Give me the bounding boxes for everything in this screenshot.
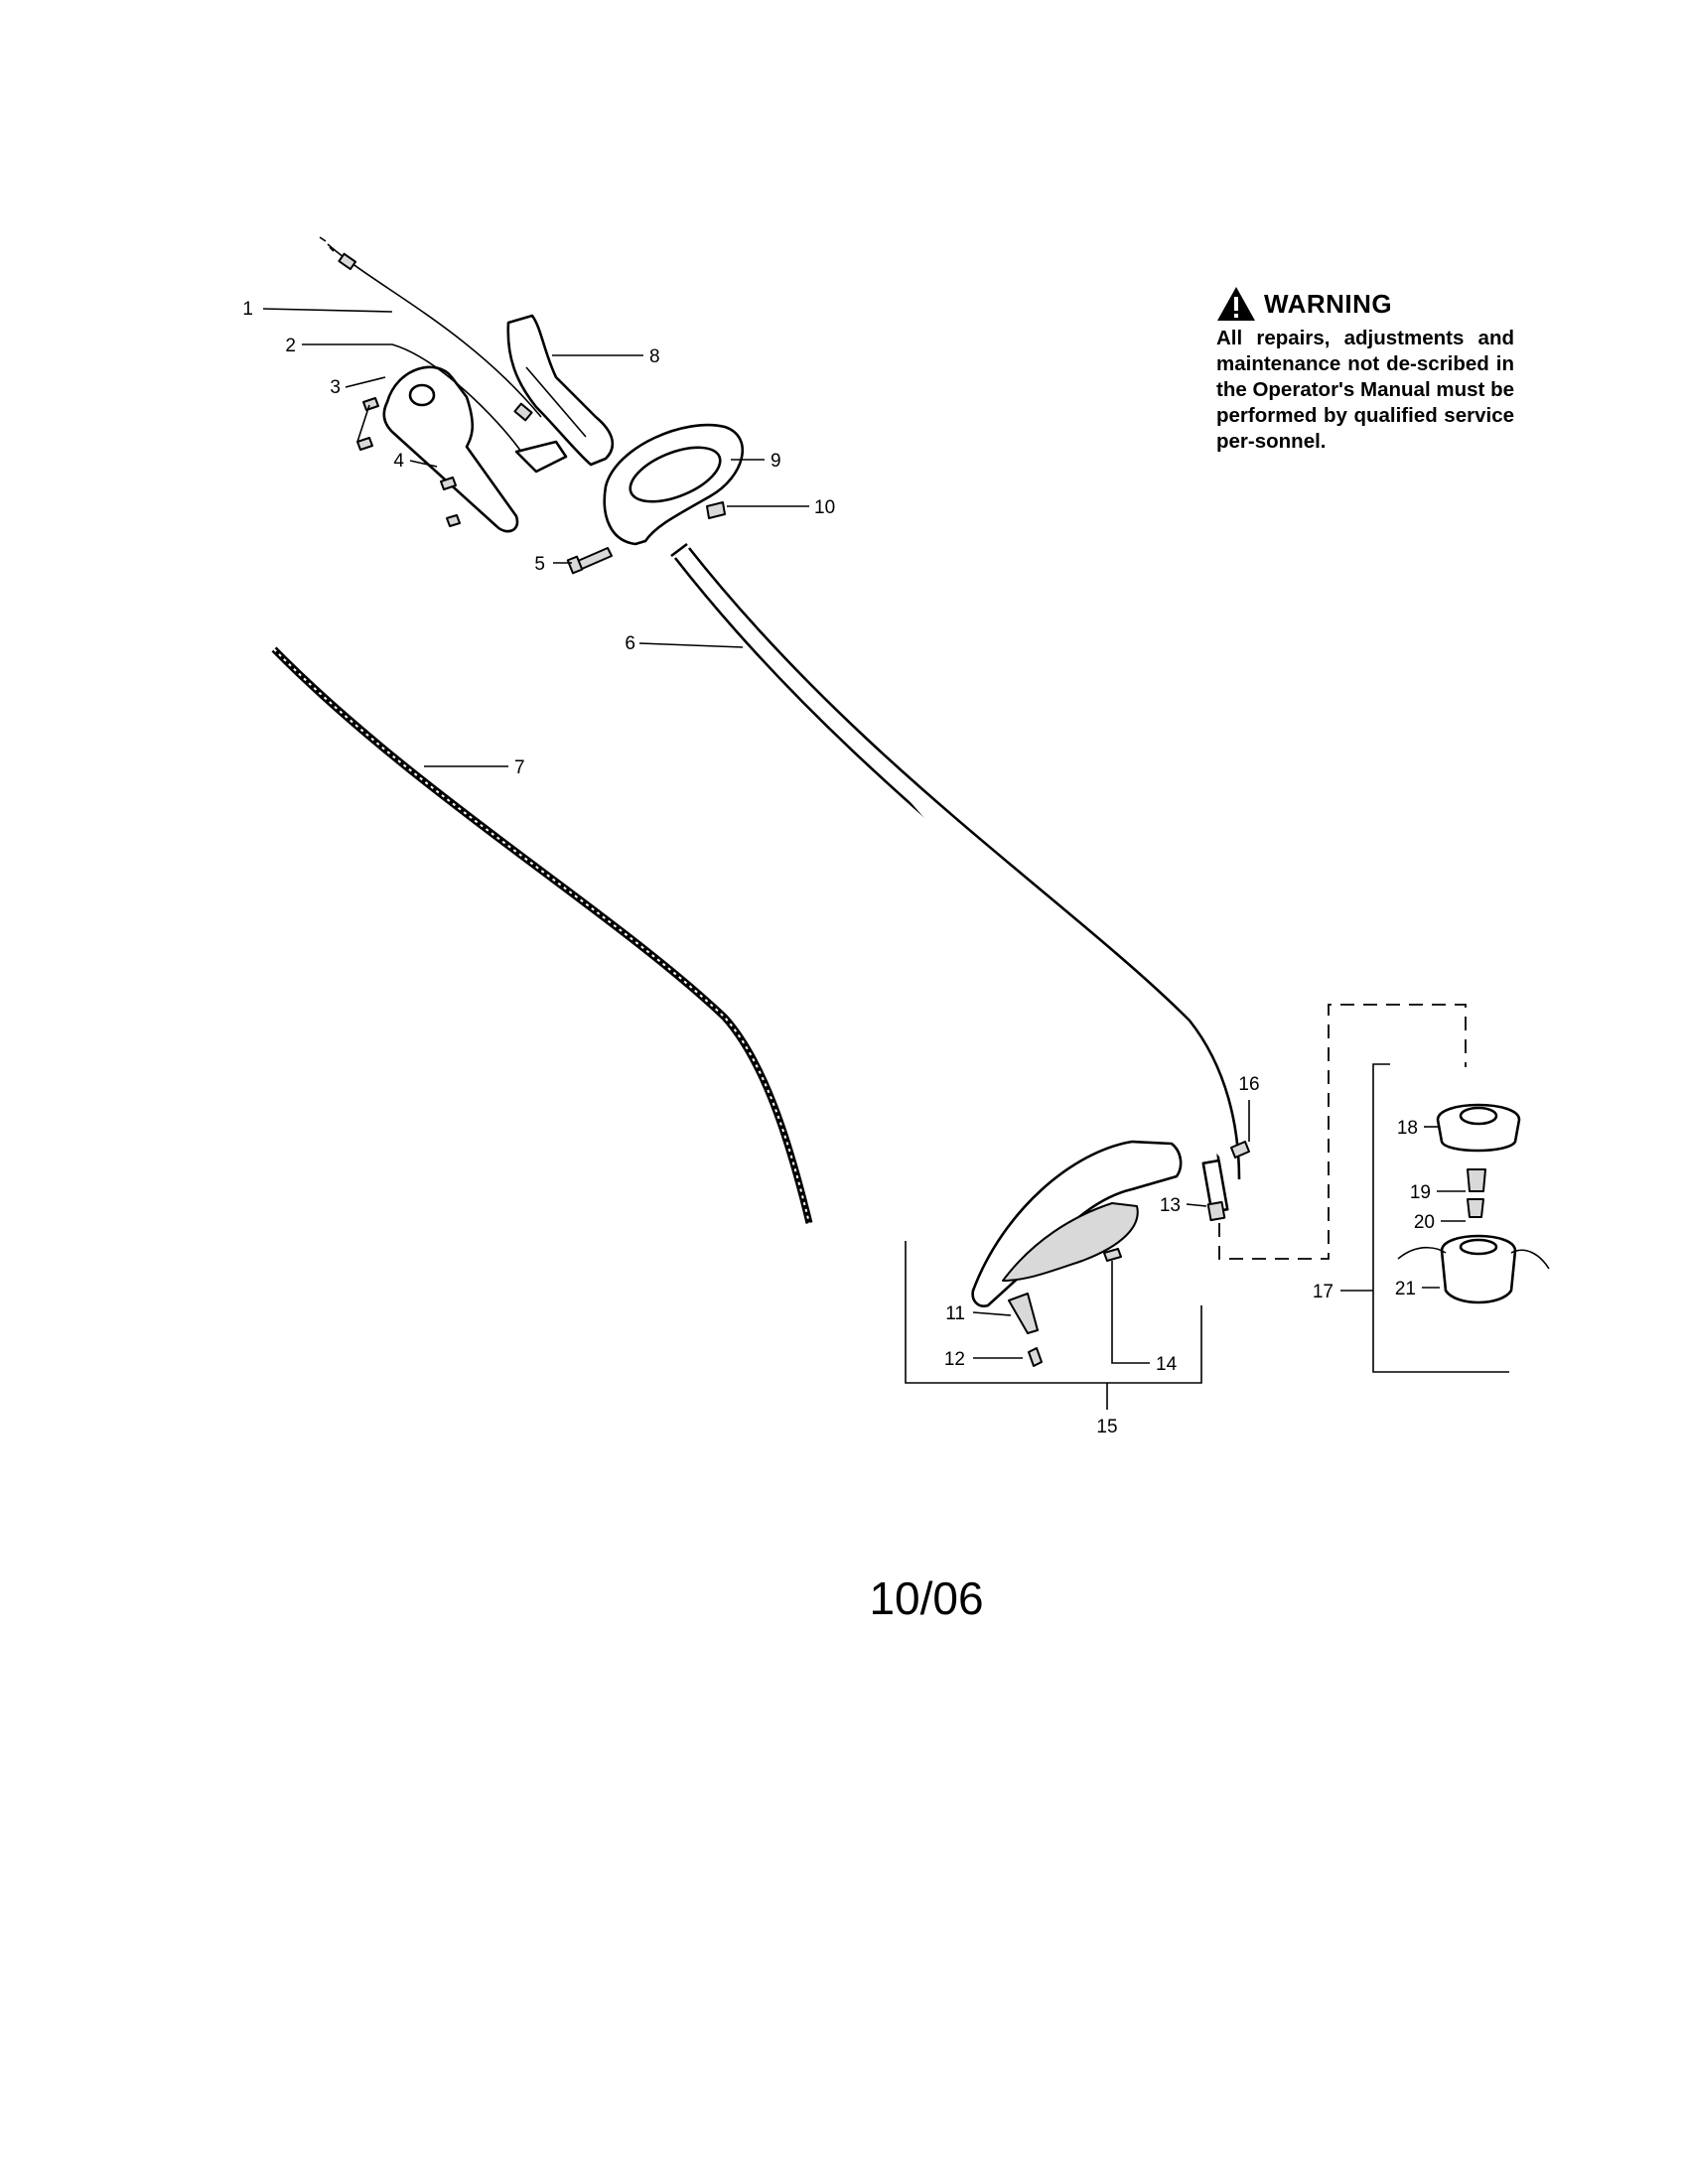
callout-numbers: 1 2 3 4 5 6 7 8 9 10 11 12 13 14 15 16 1… (242, 299, 1435, 1437)
part-18-spool-cap (1436, 1103, 1521, 1153)
revision-date: 10/06 (869, 1572, 984, 1624)
callout-12: 12 (944, 1349, 965, 1370)
part-16-clamp-knob (1230, 1141, 1250, 1159)
part-12-screw (1028, 1347, 1043, 1367)
callout-2: 2 (285, 336, 296, 356)
part-1-throttle-cable (319, 236, 542, 422)
part-11-line-cutter (1008, 1293, 1039, 1334)
callout-18: 18 (1397, 1118, 1418, 1139)
warning-title: WARNING (1264, 288, 1393, 319)
callout-8: 8 (649, 346, 660, 367)
callout-15: 15 (1096, 1417, 1117, 1437)
warning-header: WARNING (1216, 286, 1514, 322)
bracket-15 (905, 1241, 1202, 1384)
assembly-connection-dashed (1218, 1004, 1467, 1260)
callout-1: 1 (242, 299, 253, 320)
part-19-spring (1467, 1168, 1486, 1192)
part-15-guard (971, 1140, 1183, 1307)
callout-7: 7 (514, 757, 525, 778)
part-5-bolt (566, 547, 613, 575)
callout-11: 11 (945, 1303, 965, 1324)
callout-4: 4 (393, 451, 404, 472)
warning-triangle-icon (1217, 287, 1255, 321)
callout-14: 14 (1156, 1354, 1178, 1375)
part-3-handle-half (382, 365, 519, 533)
part-7-drive-cable (271, 646, 813, 1224)
part-9-loop-handle (603, 423, 744, 546)
callout-16: 16 (1238, 1074, 1259, 1095)
part-17-trimmer-head (1397, 1103, 1550, 1304)
part-20-adapter (1467, 1198, 1484, 1218)
callout-10: 10 (814, 497, 835, 518)
callout-20: 20 (1414, 1212, 1435, 1233)
callout-3: 3 (330, 377, 341, 398)
part-21-spool (1397, 1234, 1550, 1304)
callout-19: 19 (1410, 1182, 1431, 1203)
part-8-handle-half (506, 314, 615, 467)
callout-leaders (262, 308, 1466, 1364)
callout-6: 6 (625, 633, 635, 654)
part-10-knob (706, 501, 726, 519)
part-2-trigger (514, 440, 568, 474)
callout-21: 21 (1395, 1279, 1416, 1299)
callout-5: 5 (534, 554, 545, 575)
callout-17: 17 (1313, 1282, 1333, 1302)
warning-box: WARNING All repairs, adjustments and mai… (1216, 286, 1514, 455)
warning-text: All repairs, adjustments and maintenance… (1216, 327, 1514, 453)
part-6-shaft-tube (670, 542, 1241, 1182)
bracket-17 (1372, 1063, 1509, 1373)
part-14-screw (1103, 1248, 1122, 1262)
part-4-screws (356, 397, 461, 527)
callout-13: 13 (1160, 1195, 1181, 1216)
callout-9: 9 (771, 451, 781, 472)
part-13-shaft-adapter (1201, 1159, 1229, 1222)
